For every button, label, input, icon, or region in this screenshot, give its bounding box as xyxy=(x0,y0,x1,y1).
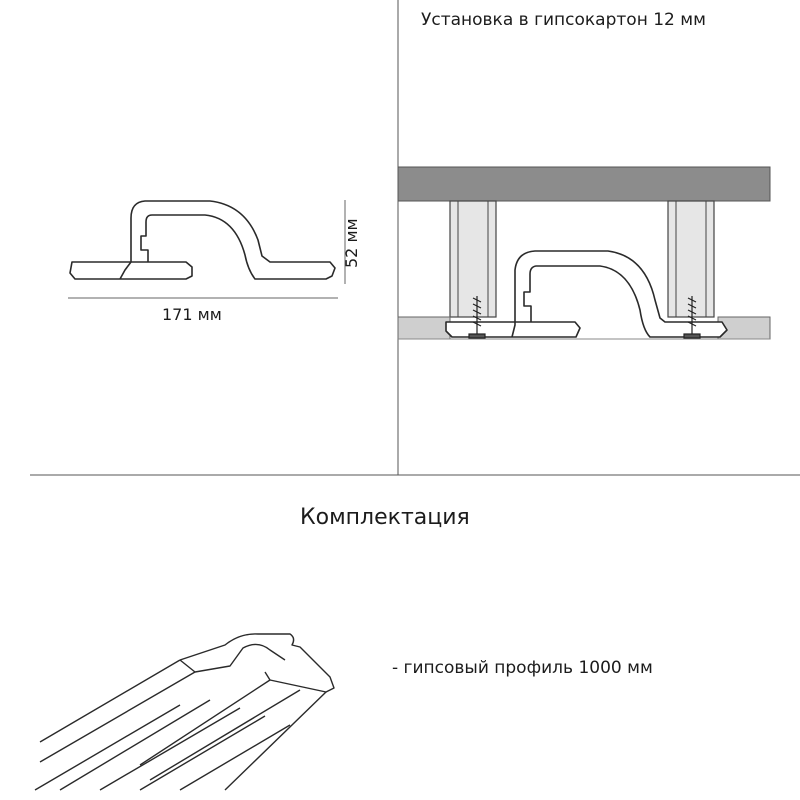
width-dimension-label: 171 мм xyxy=(162,305,222,324)
ceiling-slab xyxy=(397,166,771,202)
profile-cross-section xyxy=(69,200,336,280)
left-stud xyxy=(449,200,497,318)
kit-item: - гипсовый профиль 1000 мм xyxy=(392,658,653,678)
drywall-left xyxy=(397,316,451,340)
left-screw xyxy=(468,296,486,339)
height-dimension-label: 52 мм xyxy=(342,218,361,268)
right-screw xyxy=(683,296,701,339)
installation-section xyxy=(397,166,771,340)
kit-title: Комплектация xyxy=(300,505,470,530)
installation-title: Установка в гипсокартон 12 мм xyxy=(421,10,706,30)
profile-3d-illustration xyxy=(34,633,335,791)
installed-profile xyxy=(445,250,728,338)
